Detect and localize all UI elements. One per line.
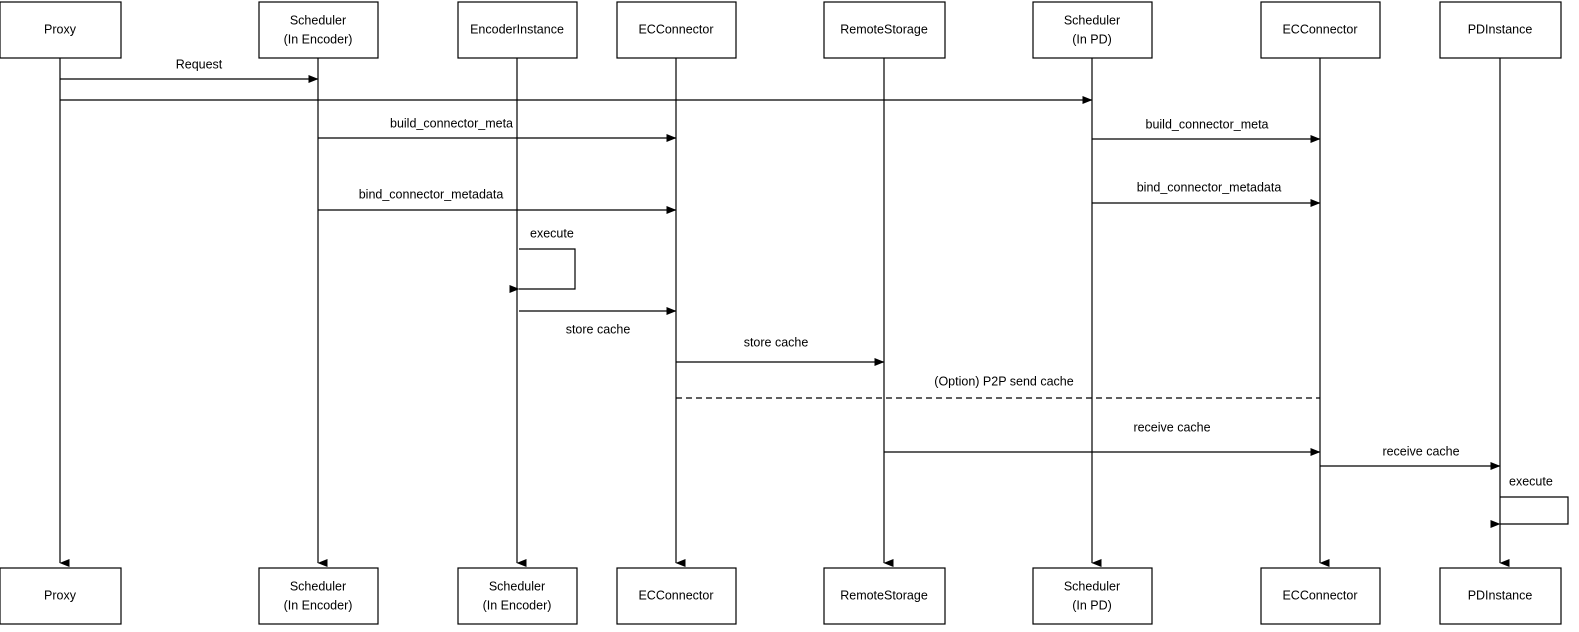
self-message-label: execute <box>1509 474 1553 488</box>
participant-label-line1: Scheduler <box>489 579 545 593</box>
self-message-label: execute <box>530 226 574 240</box>
message-m1[interactable]: Request <box>60 57 319 83</box>
participant-top-proxy[interactable]: Proxy <box>0 1 122 59</box>
participant-bottom-proxy_b[interactable]: Proxy <box>0 567 122 625</box>
participant-label-line2: (In PD) <box>1072 32 1112 46</box>
message-label: store cache <box>744 335 809 349</box>
participant-box[interactable] <box>0 567 122 625</box>
participant-label-line2: (In Encoder) <box>483 598 552 612</box>
self-message-s2[interactable]: execute <box>1490 474 1569 528</box>
participant-label-line1: RemoteStorage <box>840 588 928 602</box>
participant-top-ecconn_pd[interactable]: ECConnector <box>1260 1 1381 59</box>
lifelines-layer <box>59 58 1510 567</box>
participant-label-line1: EncoderInstance <box>470 22 564 36</box>
participant-bottom-pd_inst_b[interactable]: PDInstance <box>1439 567 1562 625</box>
participant-label-line1: ECConnector <box>1282 588 1357 602</box>
participant-top-sched_enc[interactable]: Scheduler (In Encoder) <box>258 1 379 59</box>
participant-label-line1: Scheduler <box>290 579 346 593</box>
participant-boxes-bottom: Proxy Scheduler (In Encoder) Scheduler (In E… <box>0 567 1562 625</box>
participant-box[interactable] <box>616 567 737 625</box>
participant-label-line1: Proxy <box>44 588 77 602</box>
messages-layer: Request build_connector_meta build_connect… <box>60 57 1501 470</box>
participant-box[interactable] <box>1439 1 1562 59</box>
participant-bottom-remote_store_b[interactable]: RemoteStorage <box>823 567 946 625</box>
participant-bottom-sched_enc_b[interactable]: Scheduler (In Encoder) <box>258 567 379 625</box>
participant-top-encoder_inst[interactable]: EncoderInstance <box>457 1 578 59</box>
participant-bottom-ecconn_pd_b[interactable]: ECConnector <box>1260 567 1381 625</box>
self-message-loop[interactable] <box>1490 496 1569 528</box>
participant-bottom-encoder_inst_b[interactable]: Scheduler (In Encoder) <box>457 567 578 625</box>
participant-box[interactable] <box>1032 1 1153 59</box>
message-m8[interactable]: store cache <box>676 335 885 366</box>
message-label: bind_connector_metadata <box>359 187 504 201</box>
message-m9[interactable]: (Option) P2P send cache <box>676 374 1320 399</box>
participant-label-line1: ECConnector <box>638 588 713 602</box>
participant-label-line1: Scheduler <box>1064 13 1120 27</box>
participant-top-sched_pd[interactable]: Scheduler (In PD) <box>1032 1 1153 59</box>
participant-box[interactable] <box>0 1 122 59</box>
participant-label-line1: RemoteStorage <box>840 22 928 36</box>
message-label: store cache <box>566 322 631 336</box>
message-label: bind_connector_metadata <box>1137 180 1282 194</box>
participant-top-pd_inst[interactable]: PDInstance <box>1439 1 1562 59</box>
message-m7[interactable]: store cache <box>519 307 677 336</box>
participant-label-line2: (In Encoder) <box>284 32 353 46</box>
participant-box[interactable] <box>616 1 737 59</box>
participant-label-line2: (In PD) <box>1072 598 1112 612</box>
message-label: Request <box>176 57 223 71</box>
participant-top-remote_store[interactable]: RemoteStorage <box>823 1 946 59</box>
participant-bottom-sched_pd_b[interactable]: Scheduler (In PD) <box>1032 567 1153 625</box>
self-message-loop[interactable] <box>509 248 576 293</box>
participant-box[interactable] <box>1439 567 1562 625</box>
message-m11[interactable]: receive cache <box>1320 444 1501 470</box>
message-label: receive cache <box>1382 444 1459 458</box>
participant-boxes-top: Proxy Scheduler (In Encoder) EncoderInstanc… <box>0 1 1562 59</box>
participant-label-line1: PDInstance <box>1468 588 1533 602</box>
participant-box[interactable] <box>1032 567 1153 625</box>
message-label: receive cache <box>1133 420 1210 434</box>
message-m3[interactable]: build_connector_meta <box>318 116 677 142</box>
participant-label-line2: (In Encoder) <box>284 598 353 612</box>
self-message-s1[interactable]: execute <box>509 226 576 293</box>
participant-label-line1: ECConnector <box>1282 22 1357 36</box>
participant-box[interactable] <box>823 567 946 625</box>
self-messages-layer: execute execute <box>509 226 1569 528</box>
participant-box[interactable] <box>258 1 379 59</box>
message-label: build_connector_meta <box>390 116 513 130</box>
participant-label-line1: Scheduler <box>1064 579 1120 593</box>
participant-top-ecconn_enc[interactable]: ECConnector <box>616 1 737 59</box>
participant-box[interactable] <box>823 1 946 59</box>
participant-label-line1: ECConnector <box>638 22 713 36</box>
message-m4[interactable]: build_connector_meta <box>1092 117 1321 143</box>
participant-label-line1: Scheduler <box>290 13 346 27</box>
participant-label-line1: Proxy <box>44 22 77 36</box>
participant-bottom-ecconn_enc_b[interactable]: ECConnector <box>616 567 737 625</box>
message-label: (Option) P2P send cache <box>934 374 1073 388</box>
message-label: build_connector_meta <box>1146 117 1269 131</box>
message-m10[interactable]: receive cache <box>884 420 1321 456</box>
participant-label-line1: PDInstance <box>1468 22 1533 36</box>
message-m5[interactable]: bind_connector_metadata <box>318 187 677 214</box>
participant-box[interactable] <box>1260 1 1381 59</box>
participant-box[interactable] <box>258 567 379 625</box>
message-m6[interactable]: bind_connector_metadata <box>1092 180 1321 207</box>
participant-box[interactable] <box>457 567 578 625</box>
participant-box[interactable] <box>1260 567 1381 625</box>
participant-box[interactable] <box>457 1 578 59</box>
